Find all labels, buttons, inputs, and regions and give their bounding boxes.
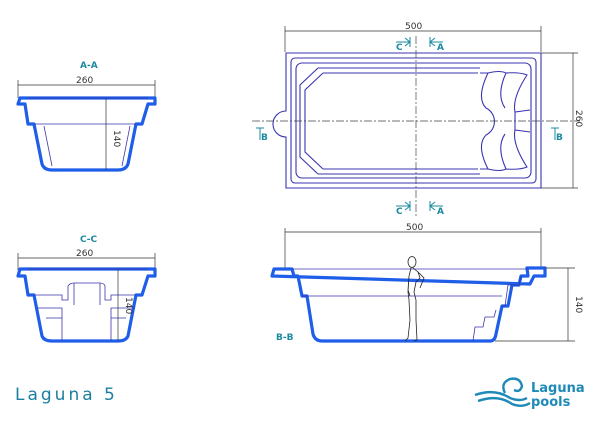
section-marker-a: A A <box>429 37 444 217</box>
svg-text:C: C <box>396 207 403 217</box>
length-dimension: 500 <box>406 223 423 233</box>
human-figure-scale <box>404 256 425 342</box>
svg-text:B: B <box>556 133 563 143</box>
laguna-pools-logo: Laguna pools <box>474 377 585 410</box>
page-title: Laguna 5 <box>15 385 118 405</box>
section-cc: C-C 260 140 <box>16 235 157 343</box>
pool-shell-profile <box>270 266 547 343</box>
pool-outline <box>272 52 542 189</box>
wave-icon <box>474 377 531 407</box>
depth-dimension: 140 <box>573 296 583 313</box>
section-aa: A-A 260 140 <box>16 61 157 172</box>
section-aa-label: A-A <box>80 61 98 71</box>
svg-text:C: C <box>396 43 403 53</box>
pool-shell-profile <box>16 267 157 343</box>
pool-shell-profile <box>16 96 157 172</box>
section-bb: 500 140 B-B <box>270 223 583 343</box>
width-dimension: 260 <box>76 76 93 86</box>
width-dimension: 260 <box>573 110 583 127</box>
section-cc-label: C-C <box>80 235 98 245</box>
length-dimension: 500 <box>405 22 422 32</box>
depth-dimension: 140 <box>111 130 121 147</box>
section-marker-b: B B <box>256 127 563 143</box>
logo-text-line2: pools <box>531 395 571 410</box>
svg-text:B: B <box>261 133 268 143</box>
logo-text-line1: Laguna <box>531 381 585 396</box>
width-dimension: 260 <box>76 249 93 259</box>
section-bb-label: B-B <box>276 333 294 343</box>
svg-text:A: A <box>437 43 444 53</box>
svg-text:A: A <box>437 207 444 217</box>
depth-dimension: 140 <box>123 297 133 314</box>
section-marker-c: C C <box>396 37 411 217</box>
plan-view: 500 260 C C A A B B <box>252 22 583 218</box>
